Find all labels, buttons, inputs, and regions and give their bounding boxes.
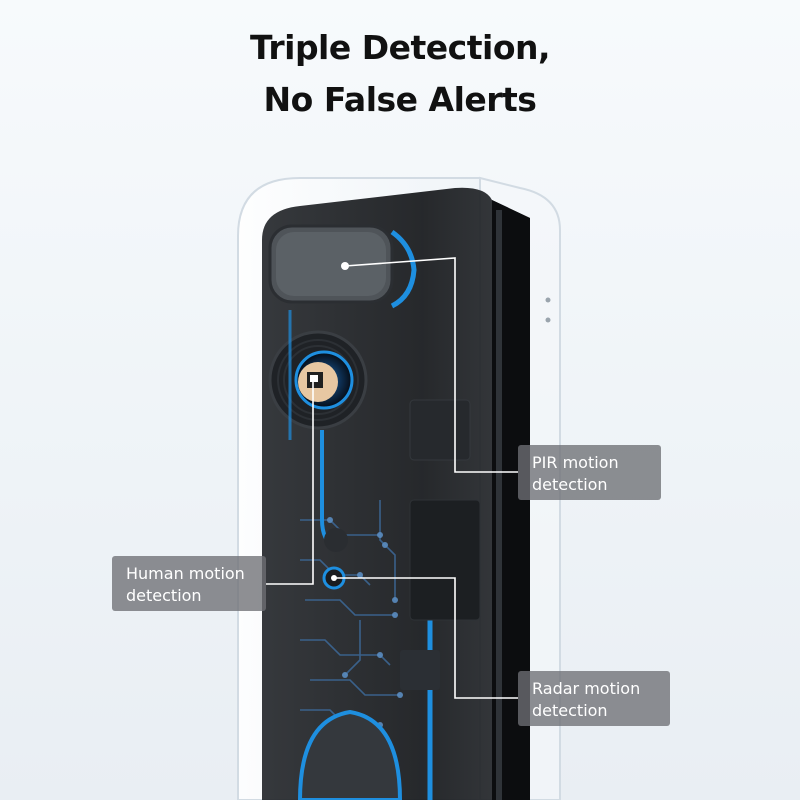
headline: Triple Detection, No False Alerts bbox=[0, 22, 800, 126]
human-motion-callout: Human motion detection bbox=[112, 556, 266, 611]
human-callout-line-1: Human motion bbox=[126, 564, 245, 583]
pir-motion-callout: PIR motion detection bbox=[518, 445, 661, 500]
radar-callout-line-2: detection bbox=[532, 701, 608, 720]
headline-line-1: Triple Detection, bbox=[249, 28, 551, 67]
radar-callout-line-1: Radar motion bbox=[532, 679, 641, 698]
human-callout-line-2: detection bbox=[126, 586, 202, 605]
pir-callout-line-2: detection bbox=[532, 475, 608, 494]
headline-line-2: No False Alerts bbox=[263, 80, 537, 119]
radar-motion-callout: Radar motion detection bbox=[518, 671, 670, 726]
pir-callout-line-1: PIR motion bbox=[532, 453, 619, 472]
